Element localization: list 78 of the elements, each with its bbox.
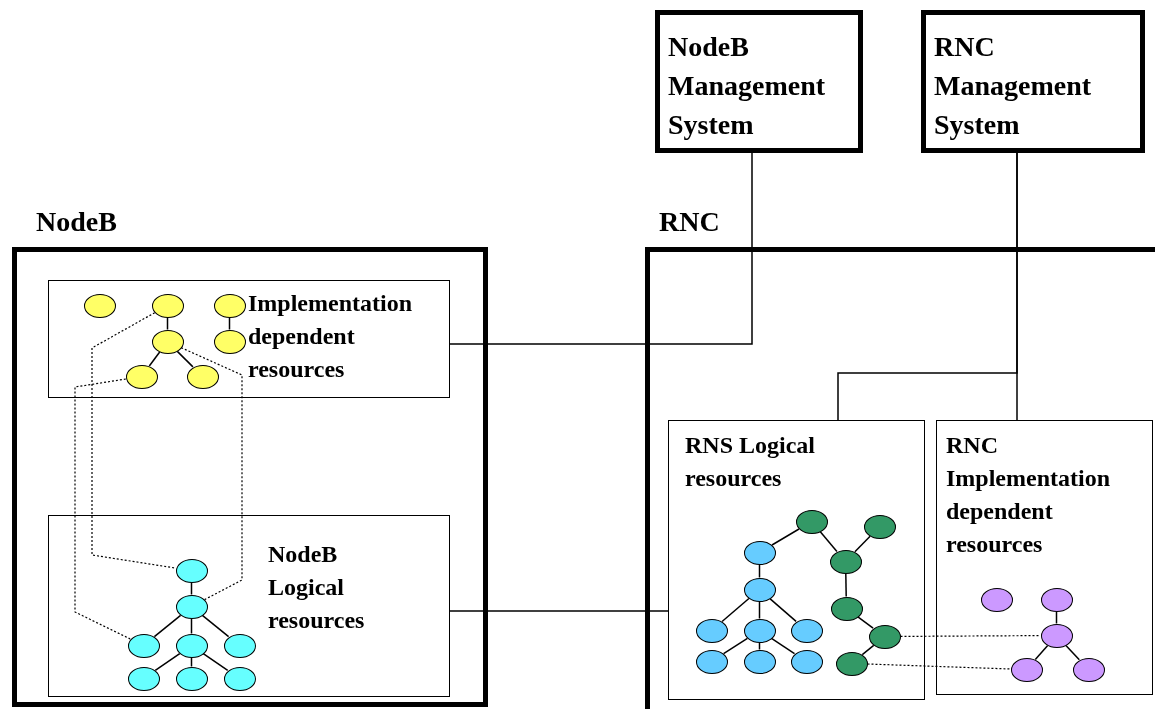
- resource-ellipse: [829, 549, 862, 574]
- connector-line: [1064, 644, 1081, 661]
- connector-line: [190, 656, 193, 668]
- resource-ellipse: [790, 649, 823, 674]
- connector-line: [1016, 152, 1018, 421]
- resource-ellipse: [863, 514, 896, 539]
- resource-ellipse: [83, 293, 116, 318]
- resource-ellipse: [151, 293, 184, 318]
- connector-line: [769, 597, 797, 623]
- connector-line: [449, 610, 669, 612]
- system-box: [921, 10, 1145, 153]
- resource-ellipse: [1040, 587, 1073, 612]
- resource-ellipse: [175, 558, 208, 583]
- box-label: NodeB Logical resources: [268, 540, 366, 635]
- resource-ellipse: [175, 594, 208, 619]
- box-label: NodeB Management System: [668, 30, 827, 142]
- box-label: RNC Implementation dependent resources: [946, 431, 1111, 559]
- resource-ellipse: [790, 618, 823, 643]
- connector-line: [148, 351, 161, 367]
- connector-line: [154, 652, 181, 672]
- resource-ellipse: [1040, 623, 1073, 648]
- box-label: RNS Logical resources: [685, 431, 816, 493]
- connector-line: [1034, 644, 1049, 661]
- connector-line: [202, 652, 229, 672]
- resource-ellipse: [695, 649, 728, 674]
- resource-ellipse: [125, 364, 158, 389]
- resource-ellipse: [223, 633, 256, 658]
- element-heading: RNC: [659, 205, 720, 239]
- resource-ellipse: [1010, 657, 1043, 682]
- resource-box: [936, 420, 1153, 695]
- connector-line: [176, 350, 194, 368]
- connector-line: [153, 614, 182, 638]
- resource-ellipse: [743, 618, 776, 643]
- resource-ellipse: [213, 293, 246, 318]
- resource-ellipse: [175, 633, 208, 658]
- resource-ellipse: [743, 577, 776, 602]
- resource-ellipse: [795, 509, 828, 534]
- resource-ellipse: [223, 666, 256, 691]
- resource-box: [48, 515, 450, 697]
- connector-line: [771, 528, 800, 546]
- dotted-connector: [180, 347, 243, 601]
- resource-ellipse: [213, 329, 246, 354]
- resource-ellipse: [743, 649, 776, 674]
- connector-line: [819, 530, 838, 553]
- connector-line: [449, 152, 753, 345]
- resource-box: [48, 280, 450, 398]
- resource-ellipse: [1072, 657, 1105, 682]
- resource-ellipse: [868, 624, 901, 649]
- resource-ellipse: [743, 540, 776, 565]
- resource-ellipse: [175, 666, 208, 691]
- resource-ellipse: [186, 364, 219, 389]
- element-heading: NodeB: [36, 205, 117, 239]
- dotted-connector: [74, 378, 131, 640]
- connector-line: [721, 597, 750, 623]
- resource-ellipse: [835, 651, 868, 676]
- connector-line: [770, 637, 796, 655]
- resource-ellipse: [980, 587, 1013, 612]
- connector-line: [861, 644, 875, 656]
- box-label: RNC Management System: [934, 30, 1093, 142]
- resource-ellipse: [127, 633, 160, 658]
- resource-ellipse: [695, 618, 728, 643]
- system-box: [655, 10, 863, 153]
- resource-box: [668, 420, 925, 700]
- connector-line: [854, 535, 871, 553]
- resource-ellipse: [830, 596, 863, 621]
- connector-line: [166, 316, 169, 331]
- resource-ellipse: [127, 666, 160, 691]
- dotted-connector: [91, 312, 177, 569]
- dotted-connector: [866, 663, 1012, 670]
- resource-ellipse: [151, 329, 184, 354]
- connector-line: [190, 581, 193, 596]
- connector-line: [1055, 610, 1058, 625]
- connector-line: [845, 572, 847, 598]
- connector-line: [228, 316, 231, 331]
- connector-line: [201, 614, 230, 638]
- connector-line: [722, 637, 749, 655]
- connector-line: [857, 616, 874, 629]
- box-label: Implementation dependent resources: [248, 289, 413, 384]
